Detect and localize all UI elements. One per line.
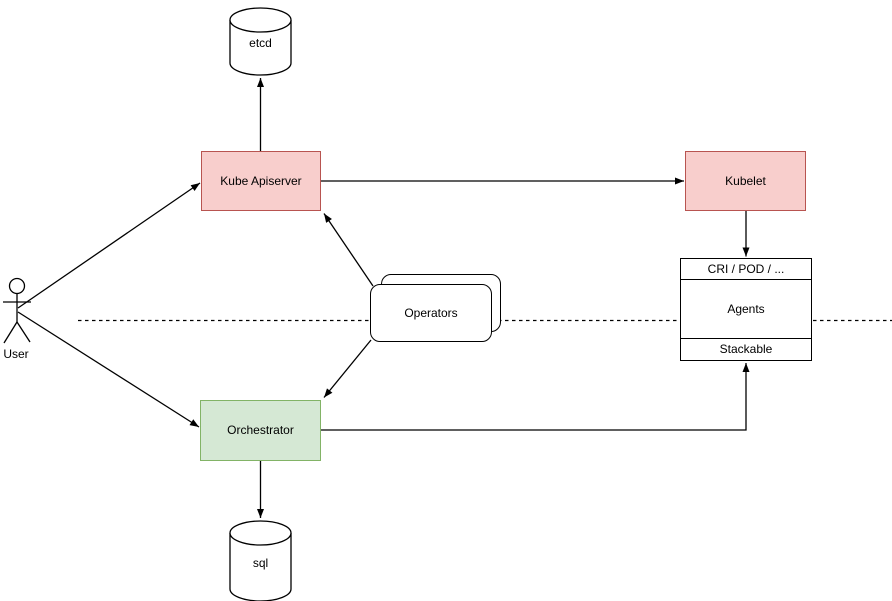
node-kube-apiserver-label: Kube Apiserver	[220, 173, 302, 188]
node-kube-apiserver[interactable]: Kube Apiserver	[201, 151, 321, 211]
edge-orchestrator-to-stackable	[321, 363, 750, 431]
edge-operators-to-kube-apiserver	[323, 213, 374, 287]
user-label: User	[3, 347, 29, 361]
edge-operators-to-orchestrator	[323, 339, 372, 398]
agents-header-label: CRI / POD / ...	[707, 261, 785, 276]
sql-label: sql	[252, 556, 269, 570]
node-orchestrator-label: Orchestrator	[227, 423, 294, 438]
node-kubelet[interactable]: Kubelet	[685, 151, 806, 211]
node-orchestrator[interactable]: Orchestrator	[200, 400, 321, 461]
node-agents[interactable]: CRI / POD / ... Agents Stackable	[680, 258, 812, 361]
agents-stackable-label: Stackable	[719, 342, 773, 357]
etcd-label: etcd	[249, 36, 272, 50]
edge-user-to-orchestrator	[17, 311, 200, 428]
agents-body-section[interactable]: Agents	[681, 280, 811, 338]
agents-title-label: Agents	[727, 301, 765, 316]
node-operators-label: Operators	[404, 305, 458, 320]
etcd-database-cylinder-icon[interactable]	[229, 7, 292, 76]
node-operators[interactable]: Operators	[370, 284, 492, 342]
agents-stackable-section[interactable]: Stackable	[681, 338, 811, 360]
node-kubelet-label: Kubelet	[725, 173, 766, 188]
edge-user-to-kube-apiserver	[17, 182, 201, 309]
user-actor-icon[interactable]	[3, 277, 31, 344]
agents-header-section[interactable]: CRI / POD / ...	[681, 259, 811, 280]
